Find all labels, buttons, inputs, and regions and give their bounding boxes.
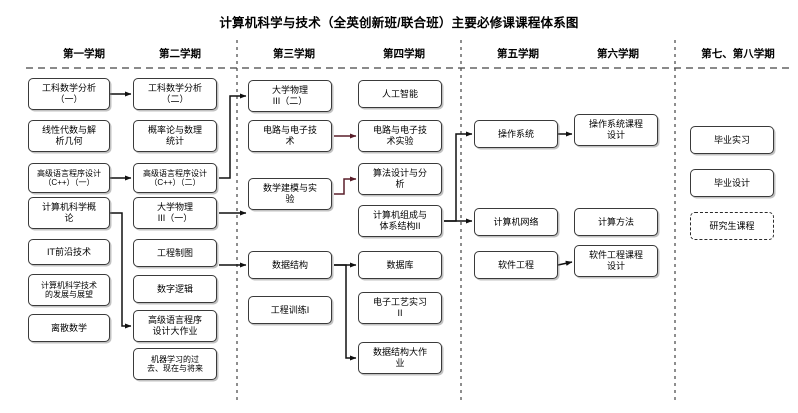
course-box-b30[interactable]: 软件工程 [474, 251, 558, 279]
connector-b4-to-b14 [110, 212, 132, 329]
connector-b30-to-b33 [557, 260, 573, 266]
course-box-b3[interactable]: 高级语言程序设计（C++）（一） [28, 163, 110, 193]
course-label: 计算机网络 [493, 216, 539, 227]
course-label: 数据库 [386, 259, 414, 270]
course-box-b20[interactable]: 工程训练I [248, 296, 332, 324]
course-box-b1[interactable]: 工科数学分析（一） [28, 78, 110, 110]
course-label: 机器学习的过去、现在与将来 [147, 354, 203, 373]
course-label: 软件工程课程设计 [588, 250, 643, 271]
column-header-sem6: 第六学期 [597, 48, 639, 60]
course-label: 工科数学分析（一） [41, 83, 96, 104]
course-label: 研究生课程 [709, 220, 755, 231]
course-box-b22[interactable]: 电路与电子技术实验 [358, 120, 442, 152]
course-box-b33[interactable]: 软件工程课程设计 [574, 245, 658, 277]
course-box-b4[interactable]: 计算机科学概论 [28, 197, 110, 229]
course-label: 高级语言程序设计（C++）（二） [143, 168, 207, 187]
course-label: 工科数学分析（二） [147, 83, 202, 104]
connector-b19-to-b27 [334, 264, 357, 361]
course-label: 软件工程 [497, 259, 534, 270]
course-box-b19[interactable]: 数据结构 [248, 251, 332, 279]
course-box-b7[interactable]: 离散数学 [28, 314, 110, 342]
course-box-b32[interactable]: 计算方法 [574, 208, 658, 236]
course-box-b36[interactable]: 研究生课程 [690, 212, 774, 240]
course-box-b28[interactable]: 操作系统 [474, 120, 558, 148]
column-header-sem4: 第四学期 [383, 48, 425, 60]
course-box-b17[interactable]: 电路与电子技术 [248, 120, 332, 152]
course-box-b18[interactable]: 数学建模与实验 [248, 178, 332, 210]
course-label: 电路与电子技术实验 [372, 125, 427, 146]
course-box-b15[interactable]: 机器学习的过去、现在与将来 [133, 348, 217, 380]
course-label: 电路与电子技术 [262, 125, 317, 146]
course-label: 数字逻辑 [156, 283, 193, 294]
column-header-sem5: 第五学期 [497, 48, 539, 60]
course-box-b24[interactable]: 计算机组成与体系结构II [358, 205, 442, 237]
course-box-b10[interactable]: 高级语言程序设计（C++）（二） [133, 163, 217, 193]
column-header-sem7: 第七、第八学期 [701, 48, 775, 60]
course-label: 数据结构大作业 [372, 347, 427, 368]
connector-b18-to-b23 [334, 176, 357, 195]
connector-b10-to-b16 [219, 93, 247, 179]
course-box-b5[interactable]: IT前沿技术 [28, 239, 110, 265]
course-label: IT前沿技术 [47, 246, 91, 257]
course-label: 高级语言程序设计（C++）（一） [37, 168, 101, 187]
course-label: 计算机组成与体系结构II [372, 210, 427, 231]
course-box-b35[interactable]: 毕业设计 [690, 169, 774, 197]
course-box-b8[interactable]: 工科数学分析（二） [133, 78, 217, 110]
course-label: 概率论与数理统计 [147, 125, 202, 146]
course-label: 计算机科学技术的发展与展望 [41, 280, 97, 299]
column-header-sem2: 第二学期 [159, 48, 201, 60]
page-title: 计算机科学与技术（全英创新班/联合班）主要必修课课程体系图 [219, 16, 579, 30]
course-label: 计算机科学概论 [41, 202, 96, 223]
course-box-b23[interactable]: 算法设计与分析 [358, 163, 442, 195]
course-box-b21[interactable]: 人工智能 [358, 80, 442, 108]
course-box-b13[interactable]: 数字逻辑 [133, 275, 217, 303]
course-label: 高级语言程序设计大作业 [147, 315, 202, 336]
course-box-b2[interactable]: 线性代数与解析几何 [28, 120, 110, 152]
course-label: 数据结构 [271, 259, 308, 270]
course-label: 毕业实习 [713, 134, 750, 145]
course-box-b27[interactable]: 数据结构大作业 [358, 342, 442, 374]
course-label: 人工智能 [381, 88, 418, 99]
course-label: 数学建模与实验 [262, 183, 317, 204]
course-box-b12[interactable]: 工程制图 [133, 239, 217, 267]
column-header-sem3: 第三学期 [273, 48, 315, 60]
course-box-b25[interactable]: 数据库 [358, 251, 442, 279]
course-label: 离散数学 [50, 322, 87, 333]
course-box-b34[interactable]: 毕业实习 [690, 126, 774, 154]
course-label: 工程训练I [270, 304, 310, 315]
course-label: 工程制图 [156, 247, 193, 258]
course-box-b9[interactable]: 概率论与数理统计 [133, 120, 217, 152]
course-label: 线性代数与解析几何 [41, 125, 96, 146]
course-label: 计算方法 [597, 216, 634, 227]
course-label: 算法设计与分析 [372, 168, 427, 189]
course-label: 操作系统 [497, 128, 534, 139]
connector-b24-to-b28 [444, 131, 473, 222]
course-box-b6[interactable]: 计算机科学技术的发展与展望 [28, 274, 110, 306]
course-label: 毕业设计 [713, 177, 750, 188]
course-box-b29[interactable]: 计算机网络 [474, 208, 558, 236]
course-box-b31[interactable]: 操作系统课程设计 [574, 114, 658, 146]
course-label: 操作系统课程设计 [588, 119, 643, 140]
course-box-b14[interactable]: 高级语言程序设计大作业 [133, 310, 217, 342]
column-header-sem1: 第一学期 [63, 48, 105, 60]
